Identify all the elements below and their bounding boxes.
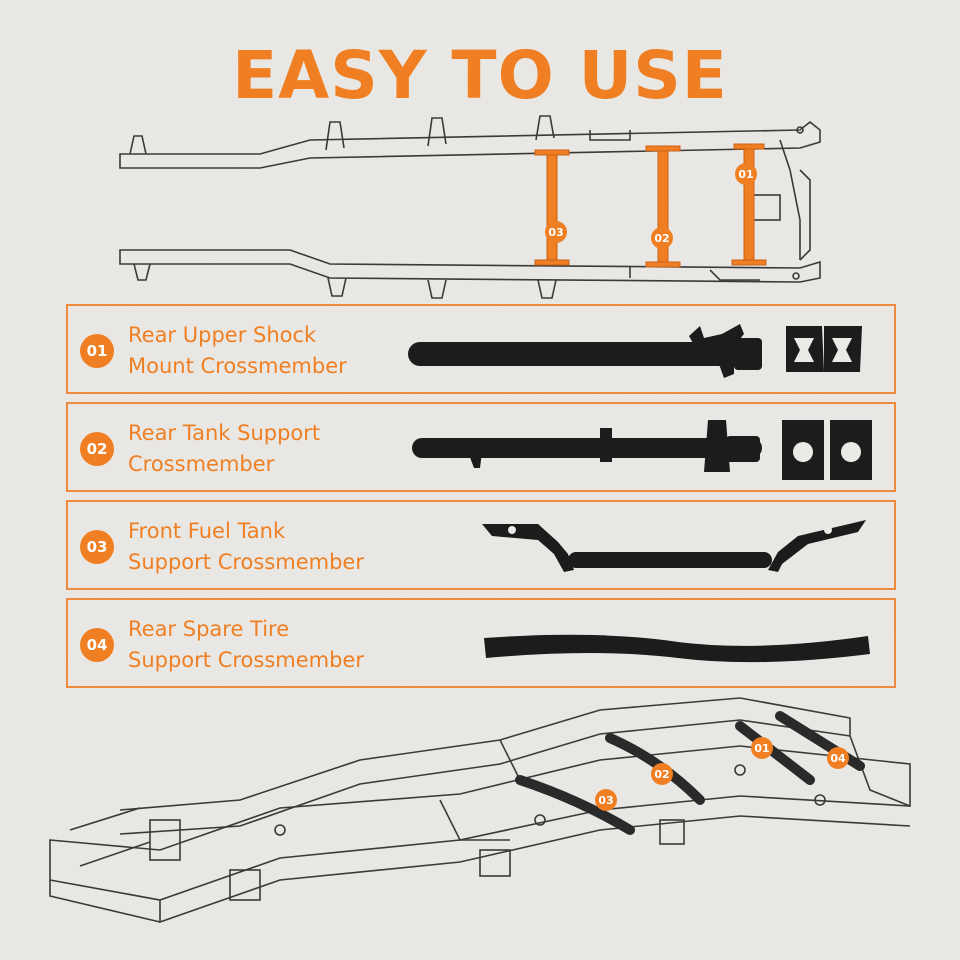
bottom-callout-04: 04 [827,747,849,769]
svg-text:04: 04 [830,752,846,765]
item-label: Rear Tank Support Crossmember [128,421,321,476]
svg-text:03: 03 [598,794,613,807]
item-panel-04: 04 Rear Spare Tire Support Crossmember [66,598,896,688]
item-label: Rear Upper Shock Mount Crossmember [128,323,347,378]
svg-text:01: 01 [754,742,769,755]
item-panel-03: 03 Front Fuel Tank Support Crossmember [66,500,896,590]
spare-tire-support-crossmember-image [484,634,870,663]
svg-text:02: 02 [654,768,669,781]
top-callout-01: 01 [735,163,757,185]
item-label: Front Fuel Tank Support Crossmember [128,519,364,574]
item-number-badge: 02 [80,432,114,466]
bottom-callout-02: 02 [651,763,673,785]
top-callout-02: 02 [651,227,673,249]
item-label: Rear Spare Tire Support Crossmember [128,617,364,672]
frame-perspective-diagram: 01 02 03 04 [49,697,911,924]
item-number-badge: 01 [80,334,114,368]
item-panel-02: 02 Rear Tank Support Crossmember [66,402,896,492]
item-panel-01: 01 Rear Upper Shock Mount Crossmember [66,304,896,394]
svg-text:03: 03 [548,226,563,239]
top-callout-03: 03 [545,221,567,243]
frame-top-view-diagram: 01 02 03 [119,115,821,299]
page-title: EASY TO USE [232,37,728,114]
svg-text:01: 01 [738,168,753,181]
fuel-tank-support-crossmember-image [482,520,866,572]
tank-support-crossmember-image [412,420,872,480]
shock-mount-crossmember-image [408,324,862,378]
svg-text:02: 02 [654,232,669,245]
bottom-callout-03: 03 [595,789,617,811]
bottom-callout-01: 01 [751,737,773,759]
item-number-badge: 04 [80,628,114,662]
item-number-badge: 03 [80,530,114,564]
